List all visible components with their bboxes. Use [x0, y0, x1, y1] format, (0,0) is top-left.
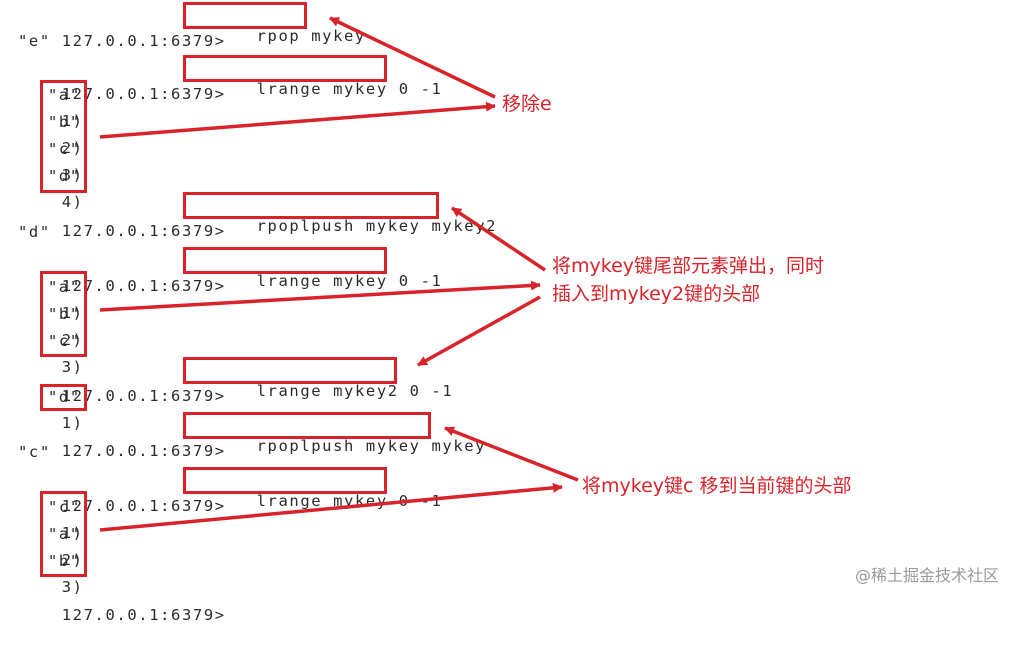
list-item: 2) "b" [18, 109, 84, 157]
list-index: 1) [61, 524, 84, 542]
list-index: 3) [61, 358, 84, 376]
list-value: "c" [48, 498, 81, 516]
command-box: rpoplpush mykey mykey2 [183, 192, 495, 235]
list-value: "b" [48, 552, 81, 570]
command-result: "c" [18, 443, 51, 461]
output-box [40, 491, 87, 577]
list-item: 3) "c" [18, 328, 84, 376]
list-item: 2) "a" [18, 521, 84, 569]
list-item: 2) "b" [18, 301, 84, 349]
list-value: "d" [48, 388, 81, 406]
list-index: 1) [61, 304, 84, 322]
list-value: "c" [48, 140, 81, 158]
list-item: 4) "d" [18, 163, 84, 211]
command-text: lrange mykey2 0 -1 [256, 382, 454, 400]
output-box [40, 384, 87, 411]
terminal-line: 127.0.0.1:6379> [18, 576, 226, 624]
terminal-line: 127.0.0.1:6379> lrange mykey 0 -1 [18, 247, 441, 295]
list-item: 1) "a" [18, 82, 84, 130]
cli-prompt: 127.0.0.1:6379> [61, 442, 226, 460]
list-item: 3) "b" [18, 548, 84, 596]
list-value: "a" [48, 86, 81, 104]
list-item: 1) "a" [18, 274, 84, 322]
list-value: "a" [48, 278, 81, 296]
list-item: 3) "c" [18, 136, 84, 184]
cli-prompt: 127.0.0.1:6379> [61, 32, 226, 50]
list-index: 2) [61, 331, 84, 349]
cli-prompt: 127.0.0.1:6379> [61, 387, 226, 405]
list-item: 1) "d" [18, 384, 84, 432]
list-value: "a" [48, 525, 81, 543]
terminal-line: 127.0.0.1:6379> rpoplpush mykey mykey [18, 412, 485, 460]
command-text: lrange mykey 0 -1 [256, 492, 443, 510]
output-box [40, 80, 87, 193]
list-index: 4) [61, 193, 84, 211]
command-box: rpop mykey [183, 2, 364, 45]
list-index: 2) [61, 551, 84, 569]
list-index: 1) [61, 414, 84, 432]
annotation-rpoplpush-line1: 将mykey键尾部元素弹出，同时 [552, 255, 825, 277]
command-box: rpoplpush mykey mykey [183, 412, 485, 455]
watermark: @稀土掘金技术社区 [854, 566, 999, 585]
terminal-line: 127.0.0.1:6379> rpoplpush mykey mykey2 [18, 192, 495, 240]
command-result: "e" [18, 32, 51, 50]
cli-prompt: 127.0.0.1:6379> [61, 85, 226, 103]
command-box: lrange mykey 0 -1 [183, 247, 441, 290]
command-box: lrange mykey 0 -1 [183, 467, 441, 510]
terminal-line: 127.0.0.1:6379> lrange mykey2 0 -1 [18, 357, 452, 405]
command-text: lrange mykey 0 -1 [256, 272, 443, 290]
terminal-line: 127.0.0.1:6379> lrange mykey 0 -1 [18, 467, 441, 515]
terminal-line: 127.0.0.1:6379> lrange mykey 0 -1 [18, 55, 441, 103]
command-text: lrange mykey 0 -1 [256, 80, 443, 98]
command-box: lrange mykey2 0 -1 [183, 357, 452, 400]
list-value: "c" [48, 332, 81, 350]
list-value: "b" [48, 305, 81, 323]
annotation-move-c: 将mykey键c 移到当前键的头部 [582, 475, 852, 497]
list-value: "b" [48, 113, 81, 131]
command-text: rpop mykey [256, 27, 366, 45]
annotation-remove-e: 移除e [502, 93, 552, 115]
command-result: "d" [18, 223, 51, 241]
command-text: rpoplpush mykey mykey2 [256, 217, 498, 235]
cli-prompt: 127.0.0.1:6379> [61, 222, 226, 240]
list-item: 1) "c" [18, 494, 84, 542]
list-index: 2) [61, 139, 84, 157]
list-value: "d" [48, 167, 81, 185]
output-box [40, 271, 87, 357]
terminal-line: 127.0.0.1:6379> rpop mykey [18, 2, 364, 50]
annotation-rpoplpush-line2: 插入到mykey2键的头部 [552, 283, 761, 305]
list-index: 3) [61, 166, 84, 184]
list-index: 1) [61, 112, 84, 130]
command-text: rpoplpush mykey mykey [256, 437, 487, 455]
command-box: lrange mykey 0 -1 [183, 55, 441, 98]
cli-prompt: 127.0.0.1:6379> [61, 606, 226, 624]
list-index: 3) [61, 578, 84, 596]
